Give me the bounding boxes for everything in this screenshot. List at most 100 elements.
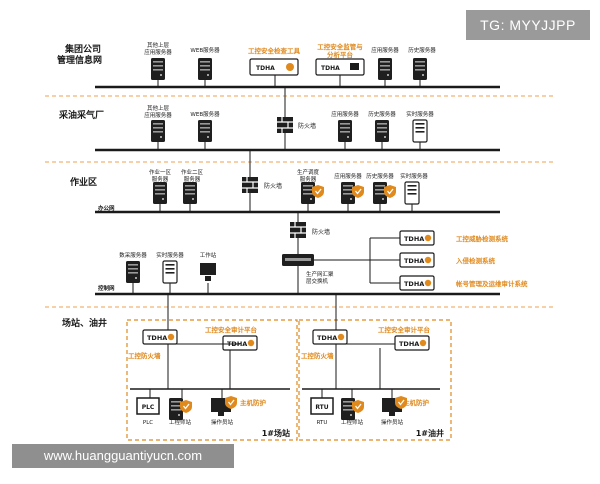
w-z2-label-2: 服务器 [184, 175, 201, 183]
c-switch-ports [285, 258, 311, 261]
s2-fw-label: 工控防火墙 [301, 351, 334, 360]
s1-host-label: 主机防护 [240, 398, 267, 407]
zone-separators [45, 95, 555, 308]
site-box-station [126, 319, 298, 441]
s1-plc-label: PLC [143, 420, 153, 426]
w-z2-server [183, 182, 197, 204]
o-rt-label: 实时服务器 [406, 110, 434, 118]
s1-audit-label: 工控安全审计平台 [205, 325, 258, 334]
s1-site-name: 1#场站 [262, 428, 290, 438]
o-other-app-label-1: 其他上层 [147, 104, 170, 112]
zone-title-oilgas: 采油采气厂 [58, 109, 104, 121]
o-fw-label: 防火墙 [298, 122, 316, 130]
c-collect-label: 数采服务器 [119, 251, 147, 259]
c-fw-label: 防火墙 [312, 228, 330, 236]
office-net-label: 办公网 [98, 204, 115, 212]
c-firewall-icon [289, 221, 307, 239]
site-well: 工控防火墙 工控安全审计平台 主机防护 RTU RTU 工程师站 操作员站 1#… [301, 325, 444, 438]
c-audit-label: 帐号管理及运维审计系统 [456, 279, 528, 288]
s1-eng-label: 工程师站 [169, 418, 192, 426]
s1-fw-device [142, 329, 178, 345]
w-dispatch-label-2: 服务器 [300, 175, 317, 183]
g-other-app-server [151, 58, 165, 80]
g-other-app-label-1: 其他上层 [147, 41, 170, 49]
w-fw-label: 防火墙 [264, 182, 282, 190]
g-mgmt-label-1: 工控安全监管与 [317, 42, 363, 51]
g-app-label: 应用服务器 [371, 46, 399, 54]
work-level: 作业一区 服务器 作业二区 服务器 防火墙 生产调度 服务器 应用服务器 历史服… [149, 168, 428, 205]
c-collect-server [126, 261, 140, 283]
s1-plc-text: PLC [142, 404, 155, 411]
c-audit-device [399, 275, 435, 291]
zone-title-work: 作业区 [70, 176, 97, 188]
g-check-tool-label: 工控安全检查工具 [248, 46, 301, 55]
group-level: 其他上层 应用服务器 WEB服务器 工控安全检查工具 TDHA 工控安全监管与 … [144, 41, 436, 80]
w-rt-label: 实时服务器 [400, 172, 428, 180]
s2-audit-label: 工控安全审计平台 [378, 325, 431, 334]
c-threat-device [399, 230, 435, 246]
c-rt-server [162, 260, 178, 284]
s2-fw-device [312, 329, 348, 345]
monitor-icon [350, 63, 359, 70]
s2-rtu-text: RTU [315, 404, 328, 411]
workstation-base-icon [205, 276, 211, 281]
g-other-app-label-2: 应用服务器 [144, 48, 172, 56]
o-rt-server [412, 119, 428, 143]
w-dispatch-label-1: 生产调度 [297, 168, 320, 176]
w-z1-label-1: 作业一区 [149, 168, 172, 176]
control-net-label: 控制网 [98, 284, 115, 292]
c-ids-label: 入侵检测系统 [455, 256, 496, 265]
connectors [132, 75, 421, 398]
c-threat-label: 工控威胁检测系统 [456, 234, 509, 243]
o-app-label: 应用服务器 [331, 110, 359, 118]
g-check-tool-device [249, 58, 299, 76]
watermark-tg: TG: MYYJJPP [466, 10, 590, 40]
w-rt-server [404, 181, 420, 205]
o-hist-server [375, 120, 389, 142]
g-mgmt-brand: TDHA [321, 65, 340, 72]
site-box-well [298, 319, 452, 441]
w-hist-label: 历史服务器 [366, 172, 394, 180]
c-switch-label-1: 生产网汇聚 [306, 270, 334, 278]
s2-eng-label: 工程师站 [341, 418, 364, 426]
watermark-url: www.huangguantiyucn.com [12, 444, 234, 468]
o-hist-label: 历史服务器 [368, 110, 396, 118]
w-z2-label-1: 作业二区 [181, 168, 204, 176]
o-web-server [198, 120, 212, 142]
zone-title-group-1: 集团公司 [64, 43, 101, 55]
s2-site-name: 1#油井 [416, 428, 444, 438]
s1-fw-label: 工控防火墙 [128, 351, 161, 360]
gear-icon [286, 63, 294, 71]
s2-audit-device [394, 335, 430, 351]
o-app-server [338, 120, 352, 142]
g-hist-server [413, 58, 427, 80]
g-web-label: WEB服务器 [190, 46, 220, 54]
c-rt-label: 实时服务器 [156, 251, 184, 259]
w-app-label: 应用服务器 [334, 172, 362, 180]
control-level: 防火墙 生产网汇聚 层交换机 数采服务器 实时服务器 工作站 工控威胁检测系统 … [119, 221, 528, 291]
site-station: 工控防火墙 工控安全审计平台 主机防护 PLC PLC 工程师站 操作员站 1#… [128, 325, 290, 438]
s2-rtu-device [310, 397, 334, 415]
o-web-label: WEB服务器 [190, 110, 220, 118]
s1-audit-device [222, 335, 258, 351]
g-hist-label: 历史服务器 [408, 46, 436, 54]
o-other-app-server [151, 120, 165, 142]
w-firewall-icon [241, 176, 259, 194]
s1-op-label: 操作员站 [211, 418, 234, 426]
zone-title-group-2: 管理信息网 [57, 54, 102, 66]
s1-plc-device [136, 397, 160, 415]
s2-rtu-label: RTU [317, 420, 328, 426]
o-other-app-label-2: 应用服务器 [144, 111, 172, 119]
c-ids-device [399, 252, 435, 268]
c-ws-label: 工作站 [200, 251, 217, 259]
w-z1-server [153, 182, 167, 204]
g-check-tool-brand: TDHA [256, 65, 275, 72]
g-web-server [198, 58, 212, 80]
workstation-icon [200, 263, 216, 275]
w-z1-label-2: 服务器 [152, 175, 169, 183]
g-app-server [378, 58, 392, 80]
s2-host-label: 主机防护 [403, 398, 430, 407]
zone-title-field: 场站、油井 [62, 317, 107, 329]
